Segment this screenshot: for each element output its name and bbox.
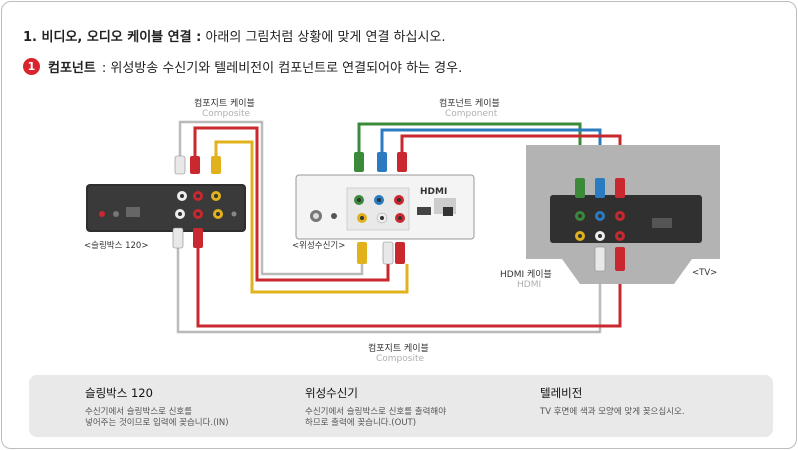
component-sublabel: Component [445,109,498,119]
component-label: 컴포넌트 케이블 [439,97,500,109]
slingbox-top-plugs [174,155,221,175]
tv-device [526,145,720,284]
receiver-label: <위성수신기> [292,241,345,251]
slingbox-label: <슬링박스 120> [84,240,148,251]
receiver-top-plugs [354,152,407,172]
note-desc-line: 하므로 출력에 꽂습니다.(OUT) [305,418,417,428]
composite-top-label: 컴포지트 케이블 [194,97,255,109]
composite-bottom-sublabel: Composite [376,354,424,364]
note-desc-line: 수신기에서 슬링박스로 신호를 출력해야 [305,407,447,417]
composite-bottom-label: 컴포지트 케이블 [368,342,429,354]
note-title: 텔레비전 [540,386,583,400]
note-receiver: 위성수신기 수신기에서 슬링박스로 신호를 출력해야 하므로 출력에 꽂습니다.… [305,385,446,429]
sub-heading: 1 컴포넌트 : 위성방송 수신기와 텔레비전이 컴포넌트로 연결되어야 하는 … [23,57,462,76]
hdmi-label: HDMI 케이블 [500,269,552,280]
sub-heading-bold: 컴포넌트 [48,61,96,76]
composite-top-yellow-wire [214,140,409,294]
note-title: 슬링박스 120 [85,386,153,400]
tv-top-plugs [575,178,625,198]
receiver-device: HDMI [295,174,475,240]
tv-label: <TV> [692,268,717,278]
note-desc-line: 넣어주는 것이므로 입력에 꽂습니다.(IN) [85,418,229,428]
section-heading-prefix: 1. 비디오, 오디오 케이블 연결 : [23,30,202,45]
hdmi-sublabel: HDMI [517,280,541,290]
note-slingbox: 슬링박스 120 수신기에서 슬링박스로 신호를 넣어주는 것이므로 입력에 꽂… [85,385,229,429]
slingbox-device [86,184,246,232]
slingbox-bottom-plugs [172,227,203,249]
composite-cable-bottom [176,242,622,334]
note-desc-line: 수신기에서 슬링박스로 신호를 [85,407,193,417]
sub-heading-text: : 위성방송 수신기와 텔레비전이 컴포넌트로 연결되어야 하는 경우. [101,61,463,76]
step-number-badge: 1 [23,58,40,75]
section-heading: 1. 비디오, 오디오 케이블 연결 : 아래의 그림처럼 상황에 맞게 연결 … [23,26,446,45]
notes-panel: 슬링박스 120 수신기에서 슬링박스로 신호를 넣어주는 것이므로 입력에 꽂… [29,375,773,437]
receiver-bottom-plugs [357,241,405,265]
tv-bottom-plugs [594,246,625,272]
composite-cable-top [178,120,409,294]
composite-top-sublabel: Composite [202,109,250,119]
composite-top-red-wire [193,126,390,282]
section-heading-text: 아래의 그림처럼 상황에 맞게 연결 하십시오. [201,30,446,45]
connection-diagram: <슬링박스 120> HDMI [84,97,720,364]
svg-text:HDMI: HDMI [420,187,447,197]
composite-bottom-red-wire [196,242,622,328]
note-title: 위성수신기 [305,386,358,400]
note-desc-line: TV 후면에 색과 모양에 맞게 꽂으십시오. [540,407,685,417]
note-tv: 텔레비전 TV 후면에 색과 모양에 맞게 꽂으십시오. [540,385,685,418]
